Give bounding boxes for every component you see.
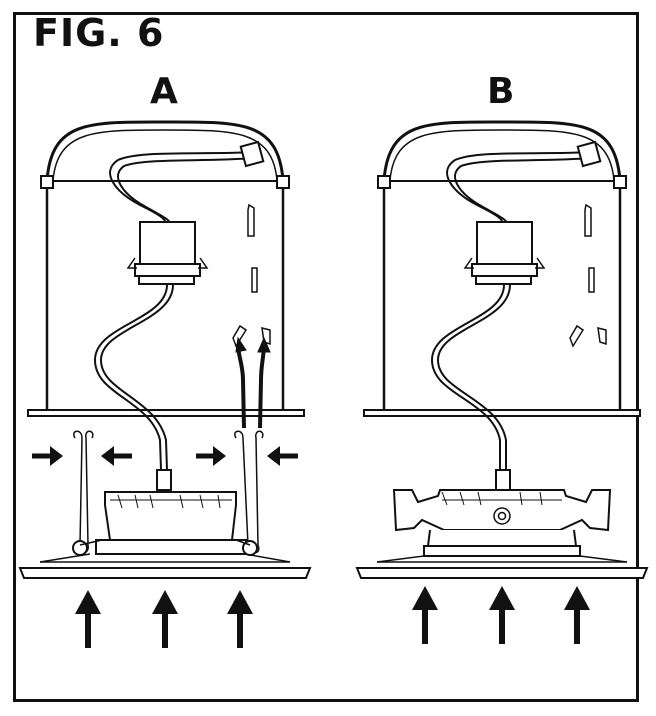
panel-a bbox=[18, 120, 312, 579]
trim-module-a bbox=[104, 491, 237, 541]
housing-flange-b bbox=[363, 409, 641, 417]
insertion-arrows-a bbox=[235, 336, 271, 429]
push-arrows-b bbox=[412, 586, 590, 644]
housing-flange-a bbox=[27, 409, 305, 417]
panel-b bbox=[355, 120, 649, 579]
squeeze-arrows-a bbox=[32, 446, 298, 466]
socket-b bbox=[476, 221, 533, 265]
figure-title: FIG. 6 bbox=[33, 11, 165, 55]
panel-b-label: B bbox=[487, 71, 515, 112]
housing-dome-b bbox=[382, 120, 622, 181]
trim-ring-a bbox=[18, 567, 312, 579]
figure-frame bbox=[13, 12, 639, 702]
socket-a bbox=[139, 221, 196, 265]
housing-dome-a bbox=[45, 120, 285, 181]
panel-a-label: A bbox=[150, 71, 178, 112]
trim-ring-b bbox=[355, 567, 649, 579]
push-arrows-a bbox=[75, 590, 253, 648]
